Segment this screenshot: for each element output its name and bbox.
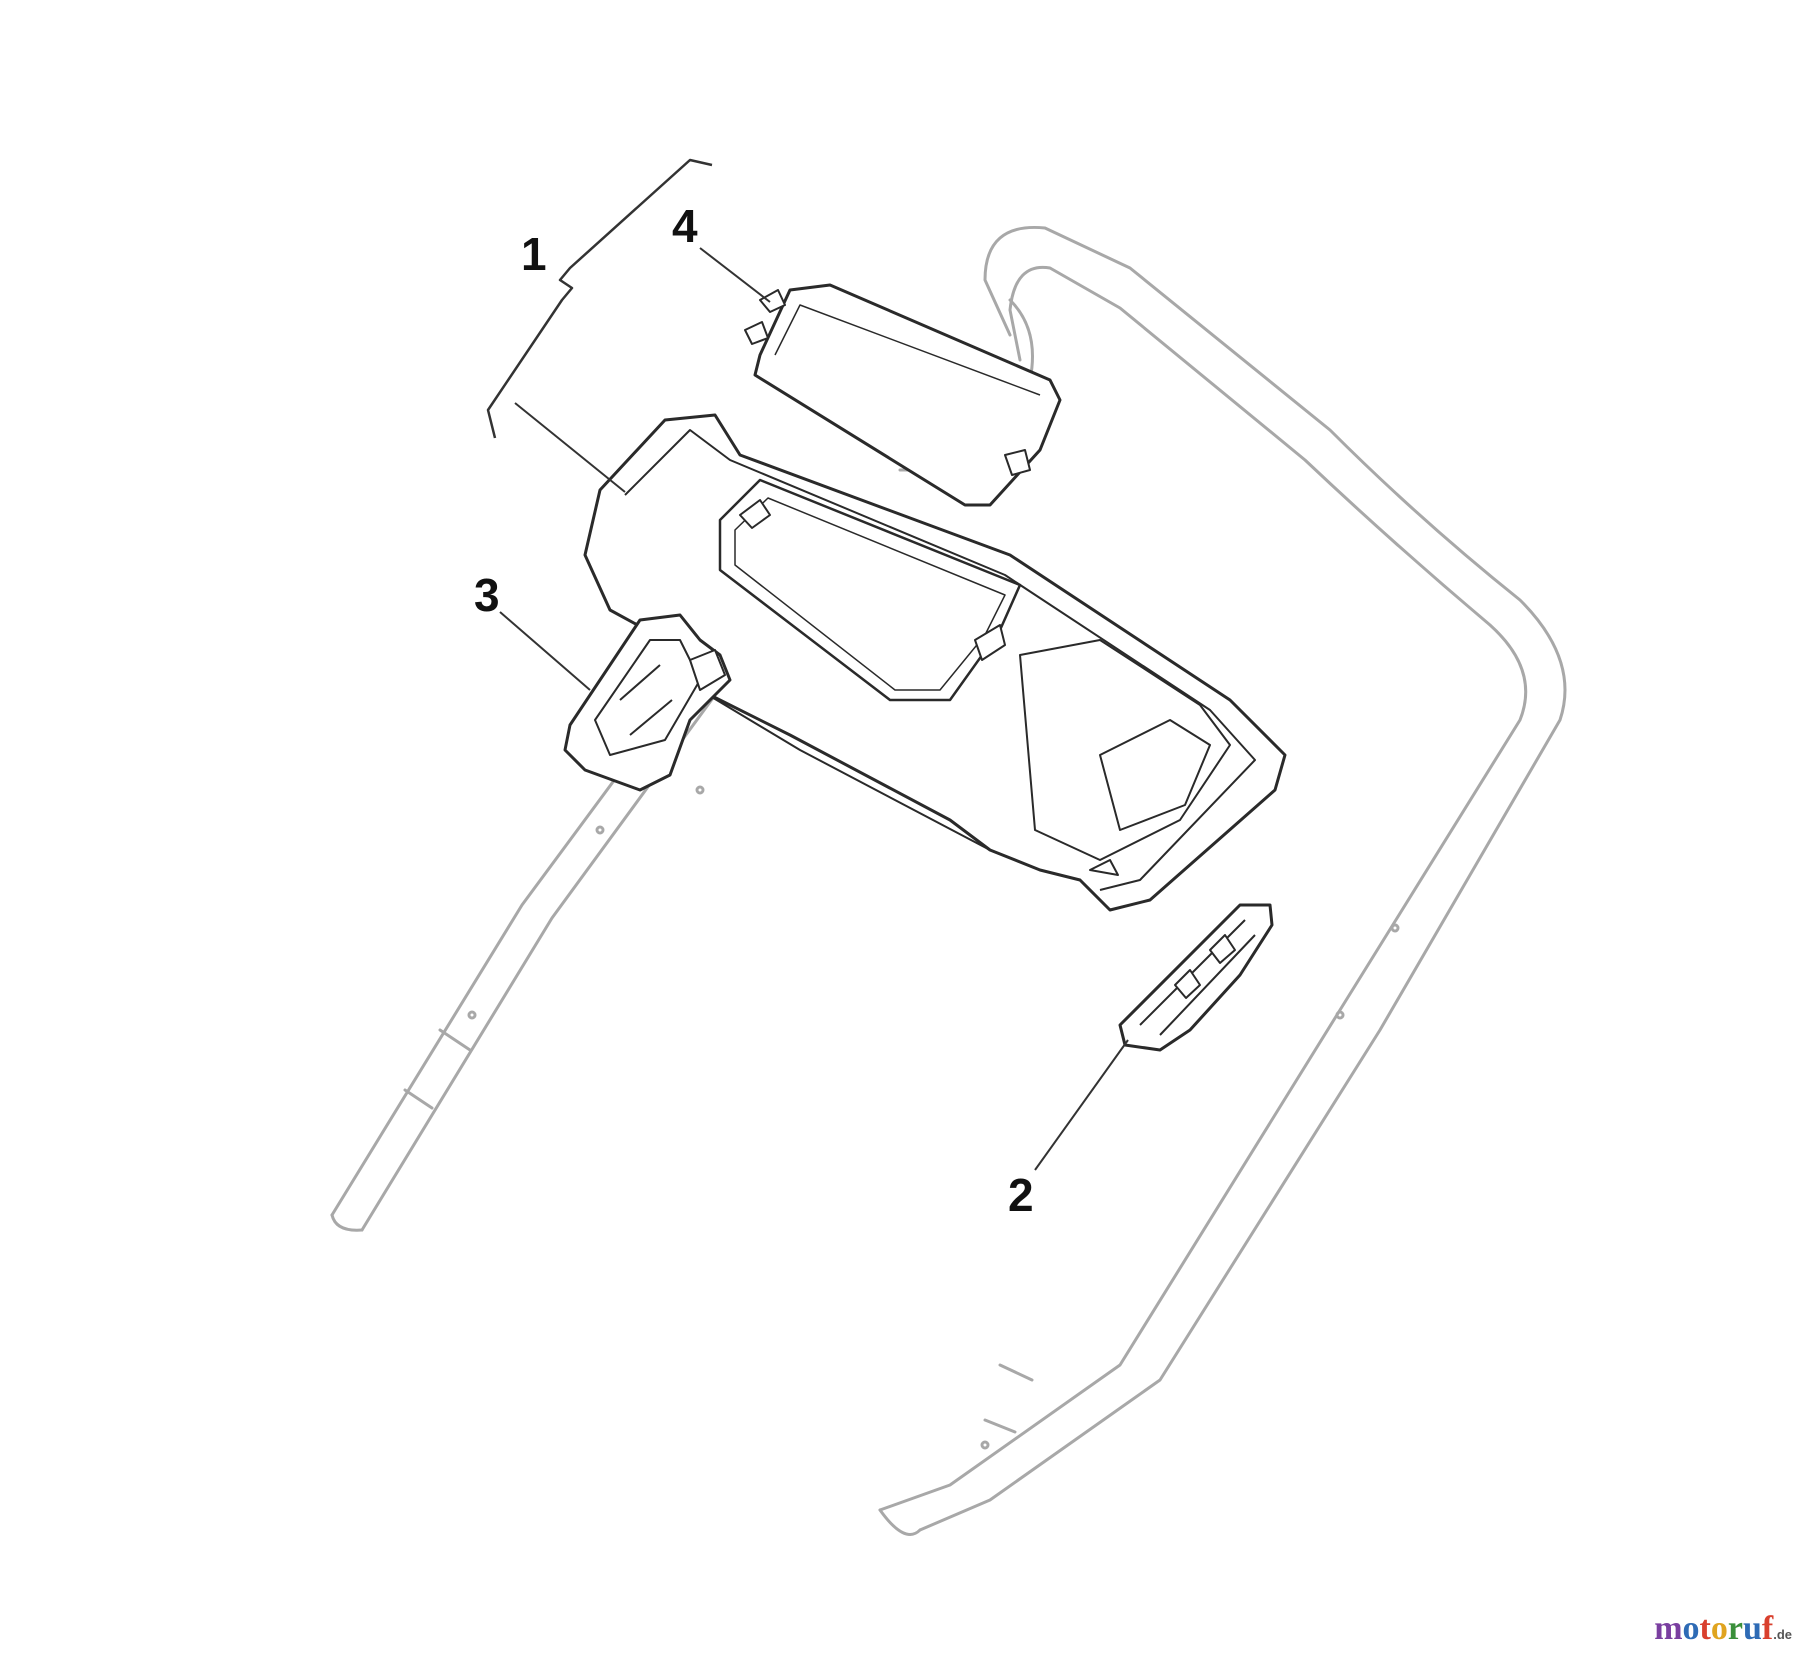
watermark-letter: o [1710,1610,1728,1647]
site-watermark: motoruf.de [1654,1610,1792,1648]
leader-lines [499,247,1129,1171]
callout-4: 4 [672,200,698,252]
callout-3: 3 [474,569,500,621]
leader-line-2 [1034,1039,1129,1171]
leader-line-1 [514,402,626,493]
assembly-bracket [486,158,713,439]
callout-2: 2 [1008,1169,1034,1221]
watermark-letter: m [1654,1610,1683,1647]
switch-module [563,613,732,792]
leader-line-4 [699,247,771,303]
battery-cover [744,283,1062,507]
watermark-tld: .de [1773,1627,1792,1642]
callout-1: 1 [521,228,547,280]
watermark-letter: o [1682,1610,1700,1647]
watermark-letter: t [1699,1610,1711,1647]
watermark-letter: f [1761,1610,1774,1647]
watermark-letter: r [1727,1610,1743,1647]
handle-clip [1118,903,1274,1052]
leader-line-3 [499,611,591,691]
watermark-letter: u [1742,1610,1762,1647]
